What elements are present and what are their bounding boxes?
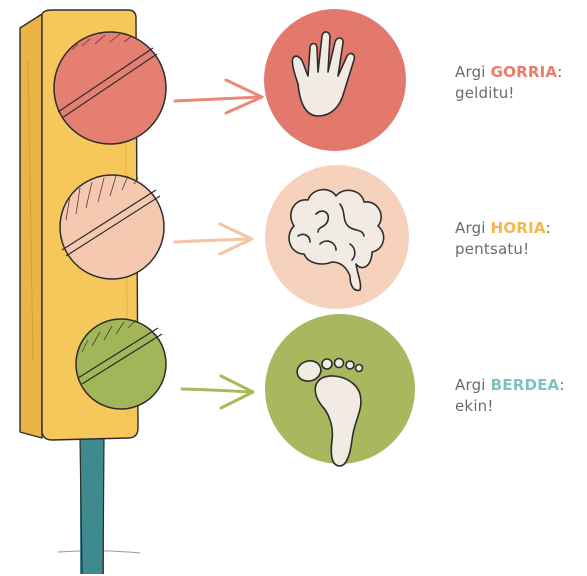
caption-action: gelditu!: [455, 84, 515, 102]
arrow-yellow: [175, 224, 252, 254]
traffic-light-post: [80, 438, 104, 574]
arrow-green: [182, 376, 253, 408]
word-gorria: GORRIA: [491, 63, 558, 81]
caption-action: pentsatu!: [455, 240, 529, 258]
caption-green: Argi BERDEA: ekin!: [455, 375, 565, 417]
word-berdea: BERDEA: [491, 376, 560, 394]
yellow-light: [60, 175, 164, 279]
word-horia: HORIA: [491, 219, 546, 237]
caption-yellow: Argi HORIA: pentsatu!: [455, 218, 551, 260]
red-light: [54, 32, 166, 144]
arrow-red: [175, 80, 262, 113]
caption-prefix: Argi: [455, 219, 491, 237]
caption-colon: :: [559, 376, 564, 394]
caption-colon: :: [557, 63, 562, 81]
caption-prefix: Argi: [455, 63, 491, 81]
caption-colon: :: [546, 219, 551, 237]
caption-action: ekin!: [455, 397, 494, 415]
caption-prefix: Argi: [455, 376, 491, 394]
caption-red: Argi GORRIA: gelditu!: [455, 62, 562, 104]
green-light: [76, 319, 166, 409]
